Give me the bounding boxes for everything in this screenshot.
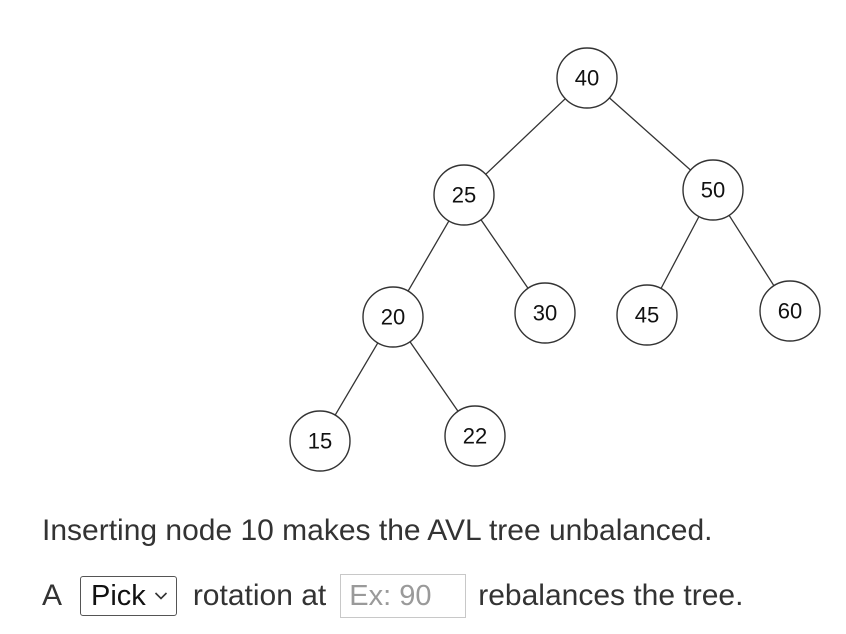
tree-edge-50-45 [660, 216, 700, 289]
tree-node-label: 60 [778, 299, 802, 324]
tree-edge-40-50 [608, 97, 692, 171]
tree-node-label: 40 [575, 66, 599, 91]
rotation-node-input[interactable] [340, 574, 467, 618]
tree-node-label: 30 [533, 301, 557, 326]
tree-node-circle [362, 286, 424, 348]
tree-edge-50-60 [728, 214, 775, 287]
tree-node-20: 20 [362, 286, 424, 348]
tree-node-circle [444, 405, 506, 467]
tree-node-circle [682, 159, 744, 221]
tree-node-label: 20 [381, 305, 405, 330]
tree-node-circle [759, 280, 821, 342]
question-prefix: A [42, 579, 63, 612]
tree-node-25: 25 [433, 164, 495, 226]
tree-node-label: 25 [452, 183, 476, 208]
tree-node-circle [289, 410, 351, 472]
question-suffix: rebalances the tree. [478, 579, 744, 612]
tree-node-circle [616, 284, 678, 346]
rotation-select-value: Pick [91, 579, 146, 612]
tree-node-50: 50 [682, 159, 744, 221]
tree-node-circle [514, 282, 576, 344]
tree-edges [334, 97, 775, 416]
avl-tree-diagram: 40 25 50 20 30 45 60 15 22 [289, 47, 821, 472]
tree-nodes: 40 25 50 20 30 45 60 15 22 [289, 47, 821, 472]
chevron-down-icon [154, 592, 167, 600]
tree-edge-20-22 [409, 341, 459, 412]
tree-node-label: 50 [701, 178, 725, 203]
tree-edge-25-20 [407, 220, 450, 292]
tree-node-circle [433, 164, 495, 226]
tree-node-45: 45 [616, 284, 678, 346]
tree-node-30: 30 [514, 282, 576, 344]
tree-node-circle [556, 47, 618, 109]
tree-edge-40-25 [485, 98, 566, 175]
tree-node-22: 22 [444, 405, 506, 467]
rotation-type-select[interactable]: Pick [80, 576, 177, 616]
tree-edge-25-30 [480, 219, 529, 289]
tree-node-label: 22 [463, 424, 487, 449]
question-middle-text: rotation at [192, 579, 327, 612]
tree-edge-20-15 [334, 342, 379, 416]
tree-node-40: 40 [556, 47, 618, 109]
tree-node-60: 60 [759, 280, 821, 342]
problem-statement: Inserting node 10 makes the AVL tree unb… [42, 514, 713, 547]
tree-node-label: 15 [308, 429, 332, 454]
tree-node-15: 15 [289, 410, 351, 472]
question-row: A Pick rotation at rebalances the tree. [42, 574, 743, 618]
tree-node-label: 45 [635, 303, 659, 328]
